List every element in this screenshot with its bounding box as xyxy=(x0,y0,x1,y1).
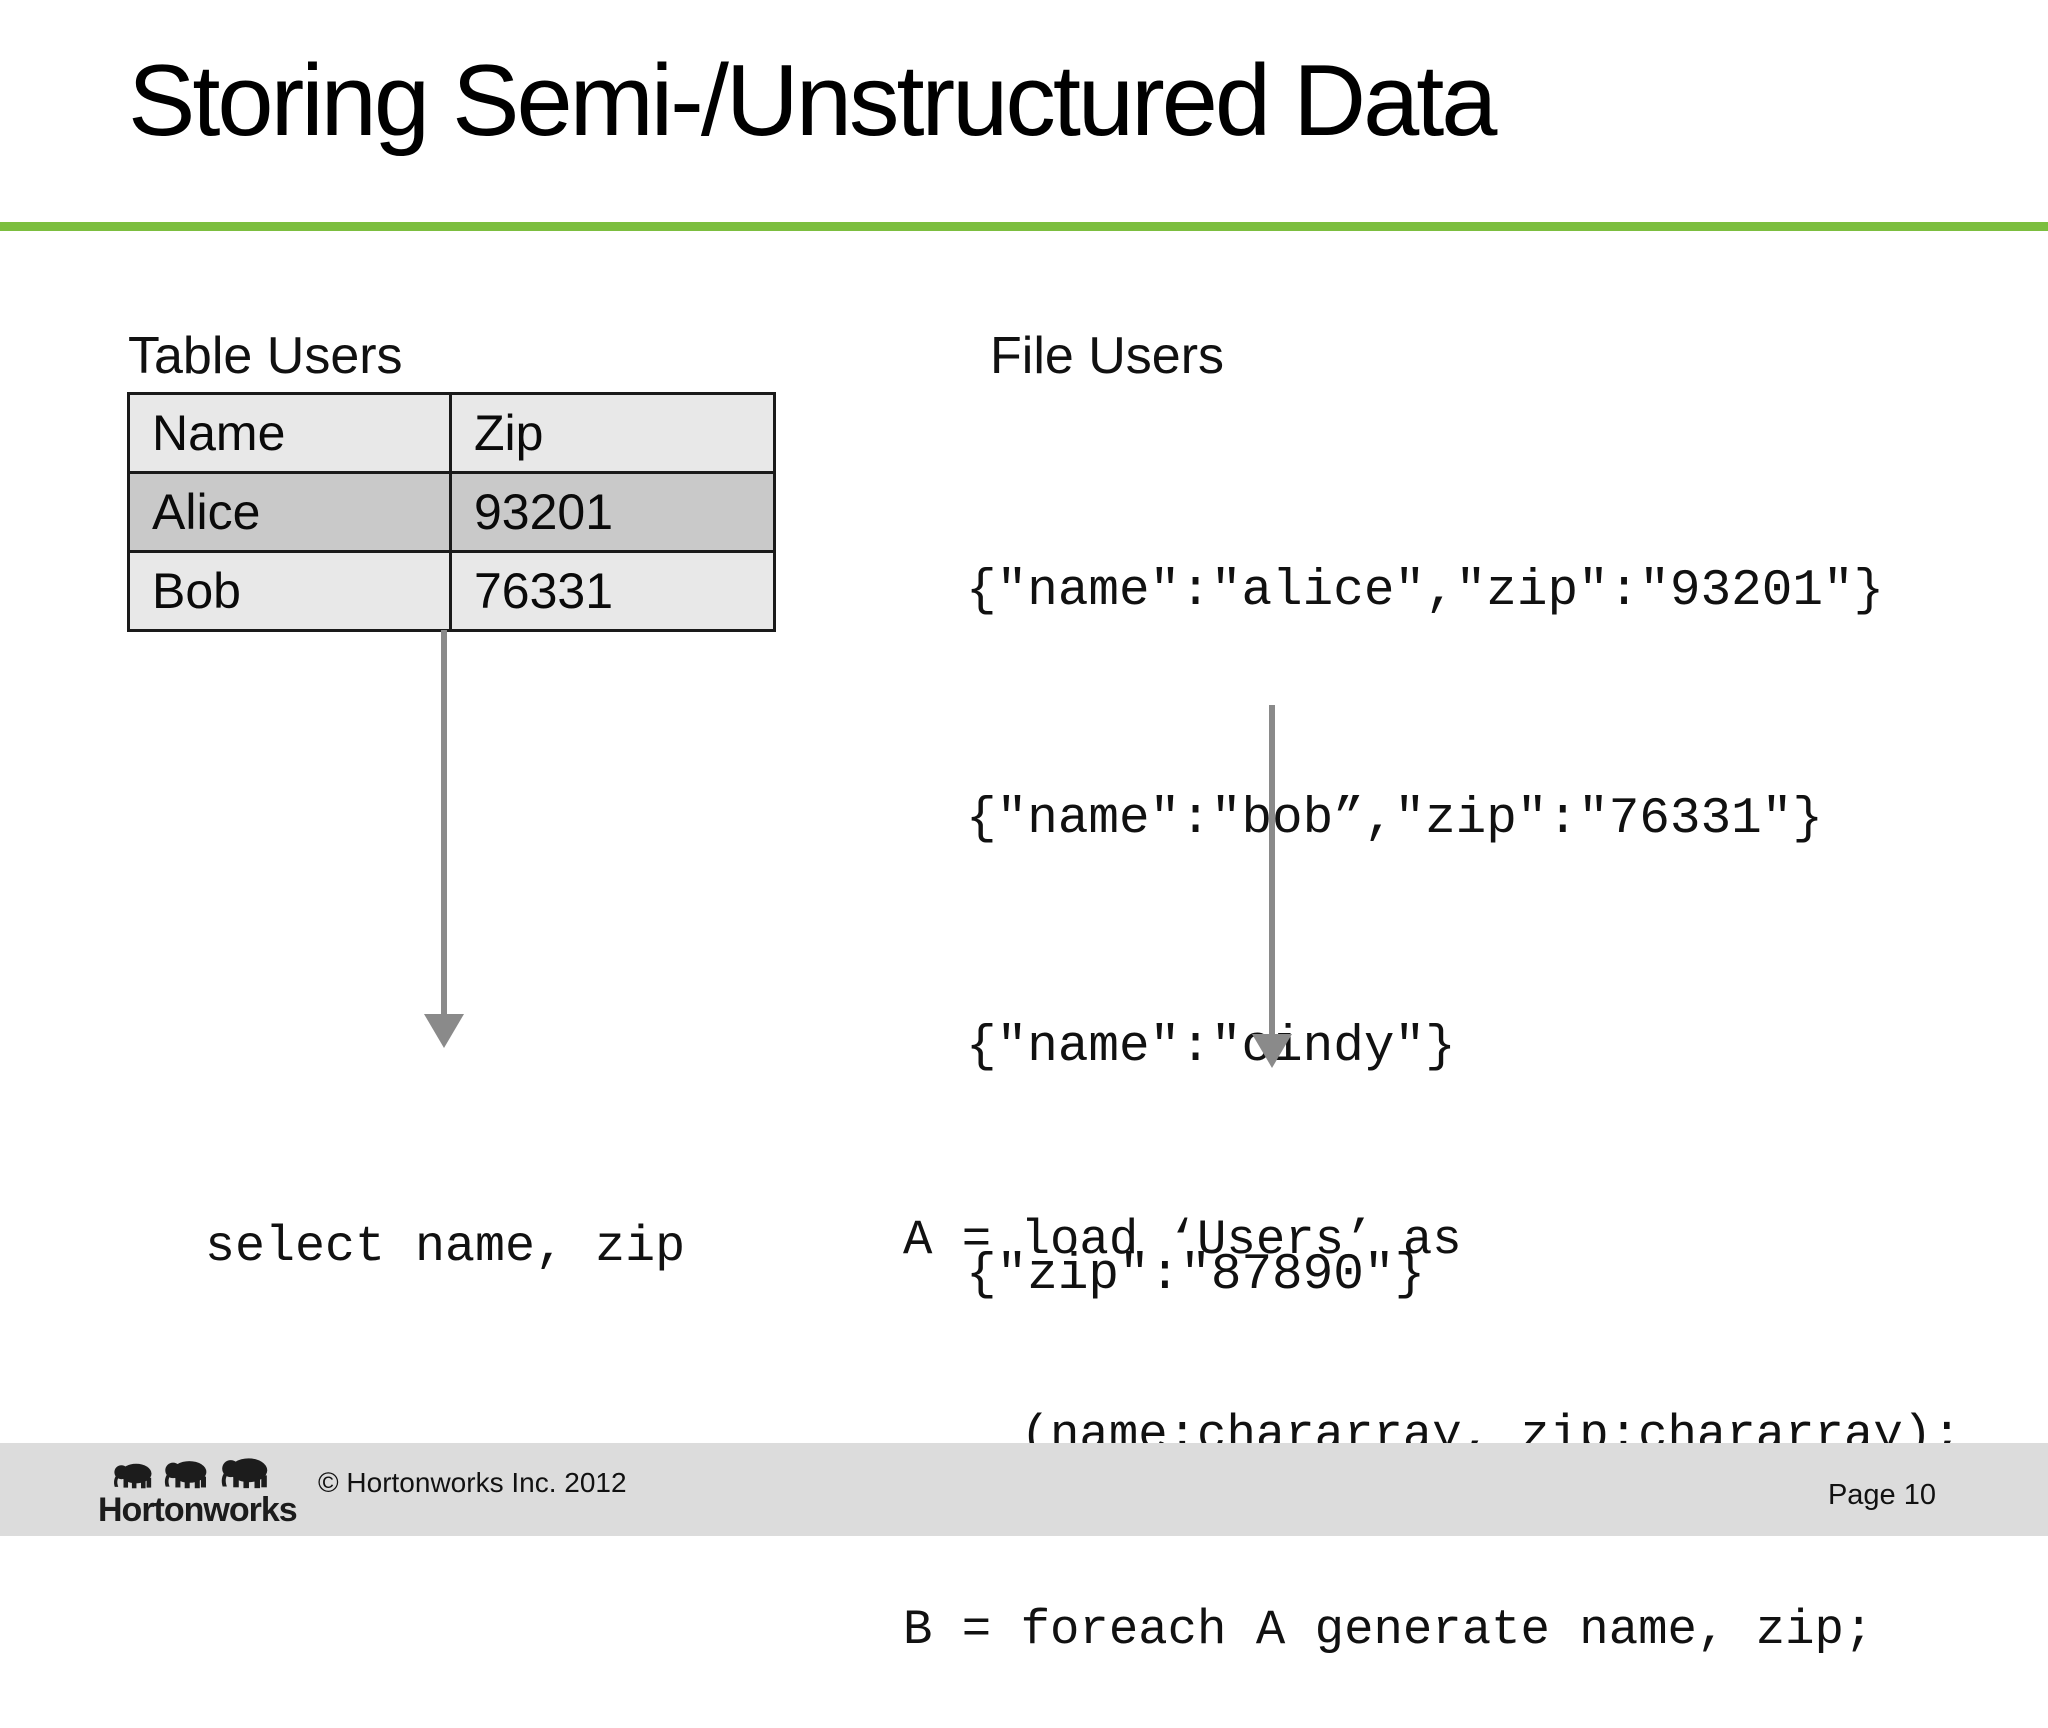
table-header-row: Name Zip xyxy=(127,392,776,474)
pig-code-block: A = load ‘Users’ as (name:chararray, zip… xyxy=(903,1078,1962,1728)
table-users-label: Table Users xyxy=(128,327,403,385)
table-row: Alice 93201 xyxy=(127,471,776,553)
page-number: Page 10 xyxy=(1827,1479,1936,1511)
hortonworks-logo: Hortonworks xyxy=(98,1455,298,1531)
cell-zip: 93201 xyxy=(449,471,776,553)
elephant-icon xyxy=(114,1463,152,1489)
down-arrow-icon xyxy=(424,630,464,1048)
json-line: {"zip":"87890"} xyxy=(966,1247,1426,1304)
footer-bar: Hortonworks © Hortonworks Inc. 2012 Page… xyxy=(0,1443,2048,1536)
cell-name: Alice xyxy=(127,471,452,553)
file-users-label: File Users xyxy=(990,327,1225,385)
arrow-shaft xyxy=(1269,705,1275,1040)
column-header-zip: Zip xyxy=(449,392,776,474)
code-line: select name, zip xyxy=(205,1219,686,1276)
title-accent-rule xyxy=(0,222,2048,231)
json-line: {"name":"bob”,"zip":"76331"} xyxy=(966,791,1823,848)
cell-zip: 76331 xyxy=(449,550,776,632)
page-title: Storing Semi-/Unstructured Data xyxy=(128,45,1497,157)
json-line: {"name":"alice","zip":"93201"} xyxy=(966,563,1885,620)
elephant-icons xyxy=(110,1455,276,1489)
arrow-head xyxy=(424,1014,464,1048)
code-line: A = load ‘Users’ as xyxy=(903,1212,1462,1268)
down-arrow-icon xyxy=(1252,705,1292,1068)
column-header-name: Name xyxy=(127,392,452,474)
code-line: B = foreach A generate name, zip; xyxy=(903,1602,1874,1658)
logo-wordmark: Hortonworks xyxy=(98,1491,298,1529)
elephant-icon xyxy=(164,1461,207,1489)
users-table: Name Zip Alice 93201 Bob 76331 xyxy=(127,392,776,632)
json-line: {"name":"cindy"} xyxy=(966,1019,1456,1076)
json-lines: {"name":"alice","zip":"93201"} {"name":"… xyxy=(966,402,1884,1390)
copyright-text: © Hortonworks Inc. 2012 xyxy=(318,1467,627,1498)
arrow-head xyxy=(1252,1034,1292,1068)
elephant-icon xyxy=(221,1458,268,1489)
table-row: Bob 76331 xyxy=(127,550,776,632)
arrow-shaft xyxy=(441,630,447,1020)
cell-name: Bob xyxy=(127,550,452,632)
